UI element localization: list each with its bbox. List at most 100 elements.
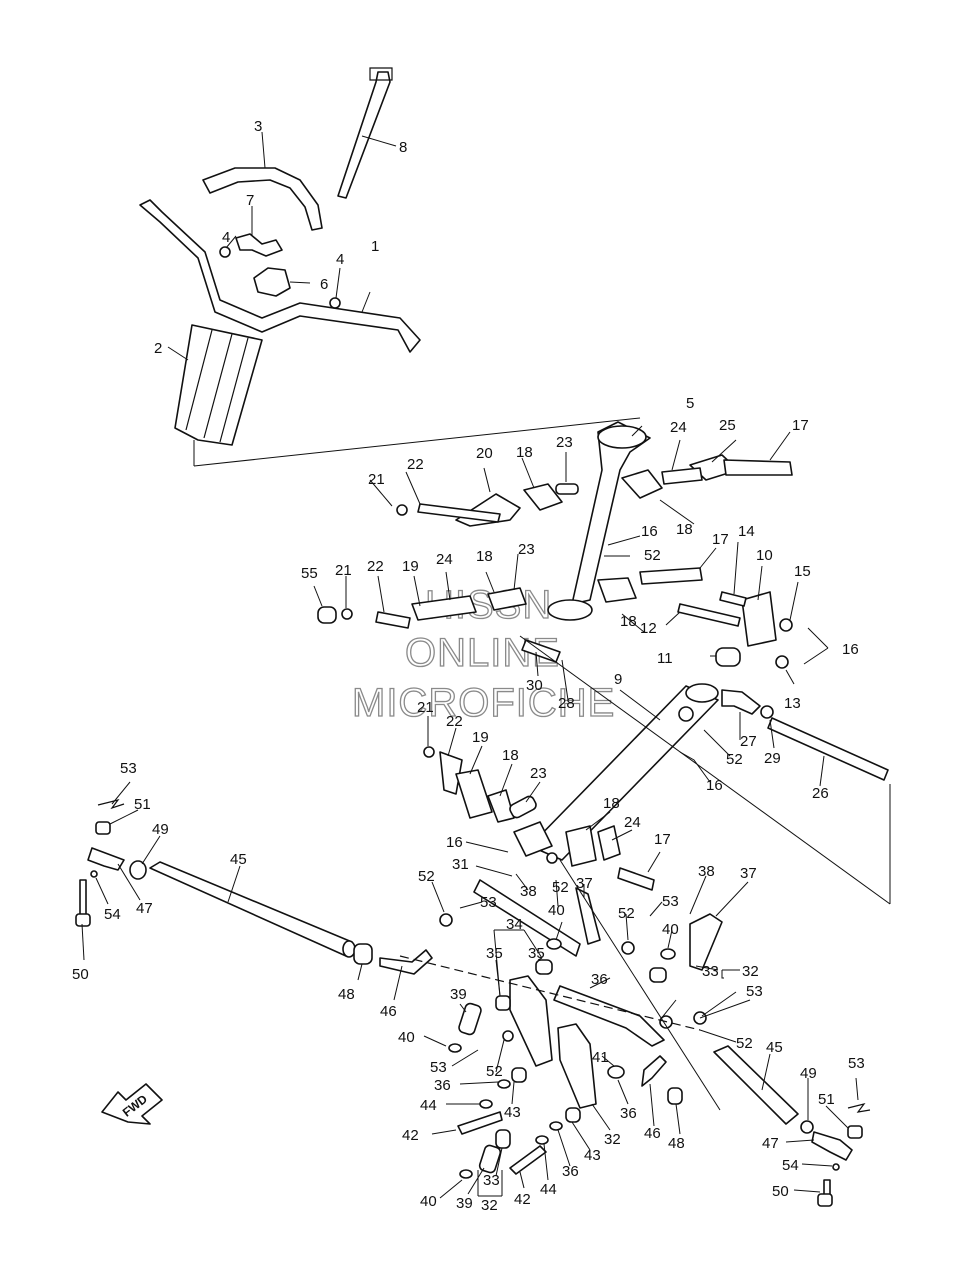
- callout-21-a: 21: [368, 471, 385, 488]
- callout-32-c: 32: [481, 1197, 498, 1214]
- bolt-part-42-a: [457, 1111, 503, 1135]
- callout-52-f: 52: [736, 1035, 753, 1052]
- callout-8: 8: [399, 139, 407, 156]
- holder-part-18-lower-right: [565, 825, 597, 867]
- collar-part-23-lower: [509, 795, 537, 819]
- nut-part-29: [760, 705, 774, 719]
- watermark-line-3: MICROFICHE: [352, 681, 615, 725]
- callout-17-a: 17: [792, 417, 809, 434]
- spacer-part-48-left: [353, 943, 373, 965]
- rod-part-22-middle: [375, 611, 411, 629]
- callout-48-a: 48: [338, 986, 355, 1003]
- nut-part-4-a: [219, 246, 231, 258]
- callout-24-c: 24: [624, 814, 641, 831]
- sleeve-part-39-lower: [478, 1144, 502, 1174]
- nut-part-52-b: [546, 852, 558, 864]
- drag-link-part-31: [473, 879, 581, 957]
- callout-18-c: 18: [476, 548, 493, 565]
- bolt-part-14: [719, 591, 747, 607]
- nut-part-21-lower: [423, 746, 435, 758]
- nut-part-51-right: [847, 1125, 863, 1139]
- holder-part-18-upper-right: [621, 469, 663, 499]
- callout-47-a: 47: [136, 900, 153, 917]
- callout-22-b: 22: [367, 558, 384, 575]
- washer-part-36-b: [549, 1121, 563, 1131]
- cap-part-55: [317, 606, 337, 624]
- callout-23-c: 23: [530, 765, 547, 782]
- callout-labels: 1 2 3 4 4 5 6 7 8 9 10 11 12 13 14 15 16…: [72, 118, 865, 1214]
- callout-16-d: 16: [446, 834, 463, 851]
- nut-part-52-c: [621, 941, 635, 955]
- washer-part-44-a: [479, 1099, 493, 1109]
- callout-18-a: 18: [516, 444, 533, 461]
- callout-23-a: 23: [556, 434, 573, 451]
- callout-28: 28: [558, 695, 575, 712]
- callout-11: 11: [657, 650, 673, 667]
- callout-5: 5: [686, 395, 694, 412]
- ball-joint-part-27: [721, 689, 761, 715]
- callout-41: 41: [592, 1049, 609, 1066]
- watermark: HISSN ONLINE MICROFICHE: [351, 582, 615, 725]
- nut-part-49-right: [800, 1120, 814, 1134]
- callout-51-b: 51: [818, 1091, 835, 1108]
- callout-53-d: 53: [746, 983, 763, 1000]
- nut-part-13: [775, 655, 789, 669]
- callout-1: 1: [371, 238, 379, 255]
- grip-tube-part-3: [202, 167, 323, 231]
- callout-24-b: 24: [436, 551, 453, 568]
- spacer-part-11: [715, 647, 741, 667]
- bushing-part-43-a: [511, 1067, 527, 1083]
- nut-part-21-middle: [341, 608, 353, 620]
- holder-part-18-middle-left: [487, 587, 527, 611]
- callout-35-a: 35: [486, 945, 503, 962]
- bracket-part-10: [741, 591, 777, 647]
- callout-7: 7: [246, 192, 254, 209]
- callout-40-c: 40: [398, 1029, 415, 1046]
- holder-part-18-middle-right: [597, 577, 637, 603]
- callout-44-b: 44: [540, 1181, 557, 1198]
- callout-53-f: 53: [848, 1055, 865, 1072]
- bolt-part-17-lower: [617, 867, 655, 891]
- callout-12: 12: [640, 620, 657, 637]
- sleeve-part-39-upper: [458, 1002, 482, 1036]
- column-bottom-flange: [547, 599, 593, 621]
- callout-10: 10: [756, 547, 773, 564]
- callout-43-a: 43: [504, 1104, 521, 1121]
- callout-38-b: 38: [698, 863, 715, 880]
- callout-40-a: 40: [548, 902, 565, 919]
- callout-27: 27: [740, 733, 757, 750]
- arm-part-34-left: [509, 975, 553, 1067]
- bolt-part-50-right-head: [817, 1193, 833, 1207]
- callout-18-f: 18: [603, 795, 620, 812]
- callout-2: 2: [154, 340, 162, 357]
- washer-part-54-left: [90, 870, 98, 878]
- bushing-part-43-b: [565, 1107, 581, 1123]
- bolt-part-17-middle: [639, 567, 703, 585]
- bolt-part-42-b: [509, 1145, 547, 1175]
- callout-46-a: 46: [380, 1003, 397, 1020]
- callout-23-b: 23: [518, 541, 535, 558]
- callout-15: 15: [794, 563, 811, 580]
- callout-37-a: 37: [576, 875, 593, 892]
- washer-part-40-d: [459, 1169, 473, 1179]
- washer-part-40-a: [448, 1043, 462, 1053]
- washer-part-40-b: [546, 938, 562, 950]
- washer-part-40-c: [660, 948, 676, 960]
- holder-part-18-upper-left: [523, 483, 563, 511]
- ball-joint-part-46-left: [379, 949, 433, 975]
- handlebar-part-1: [139, 199, 421, 353]
- forward-direction-marker: FWD: [101, 1083, 163, 1125]
- callout-16-b: 16: [842, 641, 859, 658]
- callout-47-b: 47: [762, 1135, 779, 1152]
- callout-39-b: 39: [456, 1195, 473, 1212]
- rod-part-22-upper: [417, 503, 501, 523]
- callout-36-a: 36: [591, 971, 608, 988]
- rod-end-part-47-left: [87, 847, 125, 871]
- callout-48-b: 48: [668, 1135, 685, 1152]
- callout-4-a: 4: [222, 229, 230, 246]
- bushing-part-35-a: [495, 995, 511, 1011]
- callout-36-b: 36: [434, 1077, 451, 1094]
- steering-handle-group: [139, 67, 421, 446]
- arm-part-31: [513, 821, 553, 857]
- callout-26: 26: [812, 785, 829, 802]
